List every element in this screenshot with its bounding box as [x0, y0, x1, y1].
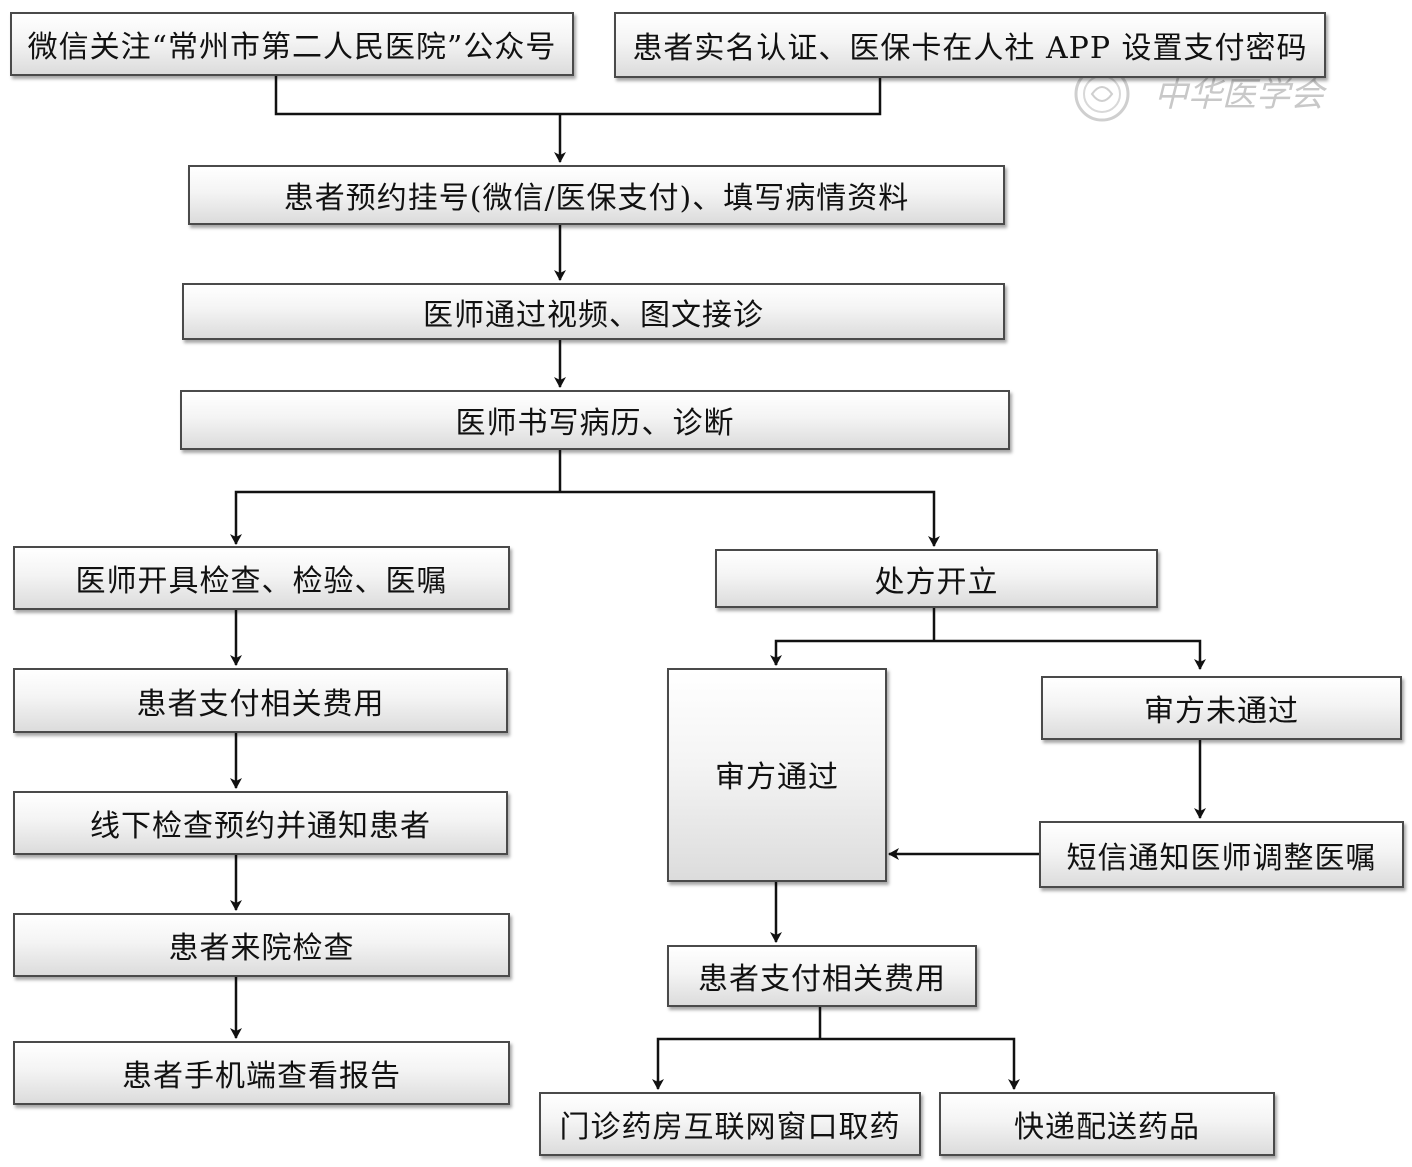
- node-pharmacy-pickup: 门诊药房互联网窗口取药: [539, 1092, 921, 1156]
- node-offline-exam-label: 线下检查预约并通知患者: [90, 809, 431, 844]
- node-pay-right-label: 患者支付相关费用: [698, 962, 946, 997]
- watermark-text: 中华医学会: [1154, 75, 1328, 115]
- node-visit-exam: 患者来院检查: [13, 913, 510, 977]
- node-review-pass-label: 审方通过: [715, 760, 839, 795]
- node-prescription: 处方开立: [715, 549, 1158, 608]
- node-pay-left: 患者支付相关费用: [13, 668, 508, 733]
- node-pharmacy-pickup-label: 门诊药房互联网窗口取药: [559, 1110, 901, 1145]
- connector-prescription-split: [774, 608, 1202, 667]
- node-real-name-auth-label: 患者实名认证、医保卡在人社 APP 设置支付密码: [632, 31, 1308, 66]
- node-follow-wechat-label: 微信关注“常州市第二人民医院”公众号: [27, 30, 557, 65]
- node-offline-exam: 线下检查预约并通知患者: [13, 791, 508, 855]
- node-sms-notify-label: 短信通知医师调整医嘱: [1066, 840, 1377, 876]
- watermark-logo: 中华医学会: [1074, 66, 1328, 122]
- node-consult-label: 医师通过视频、图文接诊: [423, 297, 764, 333]
- node-pay-right: 患者支付相关费用: [667, 945, 977, 1007]
- node-view-report: 患者手机端查看报告: [13, 1041, 510, 1105]
- node-record-label: 医师书写病历、诊断: [455, 406, 735, 441]
- connector-pay-split: [656, 1007, 1016, 1088]
- node-consult: 医师通过视频、图文接诊: [182, 283, 1005, 340]
- node-orders-label: 医师开具检查、检验、医嘱: [75, 564, 448, 599]
- node-record: 医师书写病历、诊断: [180, 390, 1010, 450]
- node-pay-left-label: 患者支付相关费用: [136, 686, 385, 722]
- connector-top-merge: [274, 76, 882, 116]
- node-express-delivery-label: 快递配送药品: [1014, 1110, 1200, 1145]
- node-orders: 医师开具检查、检验、医嘱: [13, 546, 510, 610]
- connector-record-split: [234, 450, 936, 544]
- node-register: 患者预约挂号(微信/医保支付)、填写病情资料: [188, 165, 1005, 225]
- node-follow-wechat: 微信关注“常州市第二人民医院”公众号: [10, 12, 574, 76]
- node-visit-exam-label: 患者来院检查: [168, 931, 355, 966]
- node-register-label: 患者预约挂号(微信/医保支付)、填写病情资料: [283, 181, 910, 216]
- node-express-delivery: 快递配送药品: [939, 1092, 1275, 1156]
- node-review-pass: 审方通过: [667, 668, 887, 882]
- node-review-fail-label: 审方未通过: [1144, 694, 1299, 729]
- node-prescription-label: 处方开立: [874, 564, 999, 600]
- node-sms-notify: 短信通知医师调整医嘱: [1039, 821, 1404, 888]
- node-review-fail: 审方未通过: [1041, 676, 1402, 740]
- node-real-name-auth: 患者实名认证、医保卡在人社 APP 设置支付密码: [614, 12, 1326, 78]
- node-view-report-label: 患者手机端查看报告: [122, 1059, 401, 1094]
